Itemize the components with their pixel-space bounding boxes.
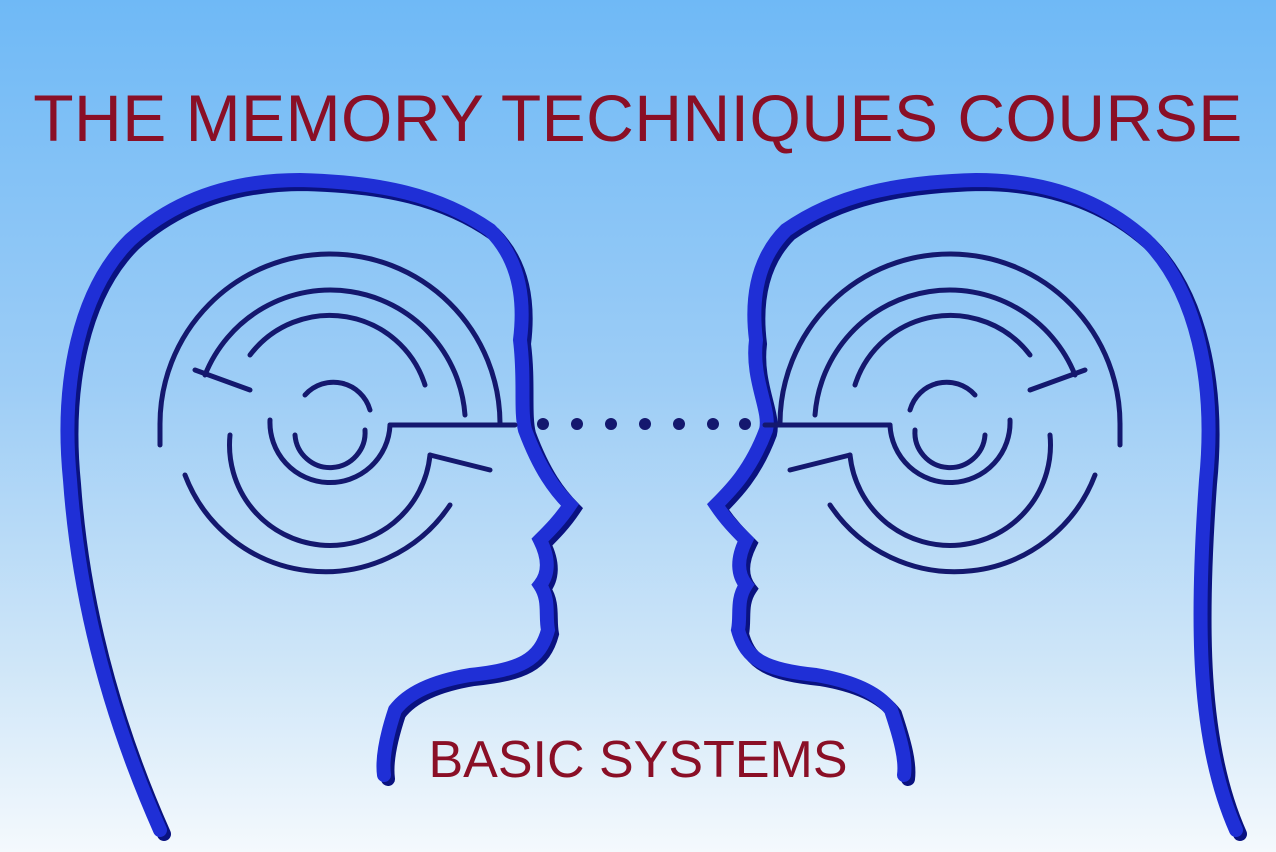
course-title: THE MEMORY TECHNIQUES COURSE xyxy=(33,81,1243,155)
left-head-outline xyxy=(60,172,584,841)
right-head-outline xyxy=(706,172,1247,841)
dotted-connection-line xyxy=(537,418,751,430)
course-subtitle: BASIC SYSTEMS xyxy=(428,731,848,789)
maze-icon xyxy=(765,254,1120,572)
maze-icon xyxy=(160,254,515,572)
